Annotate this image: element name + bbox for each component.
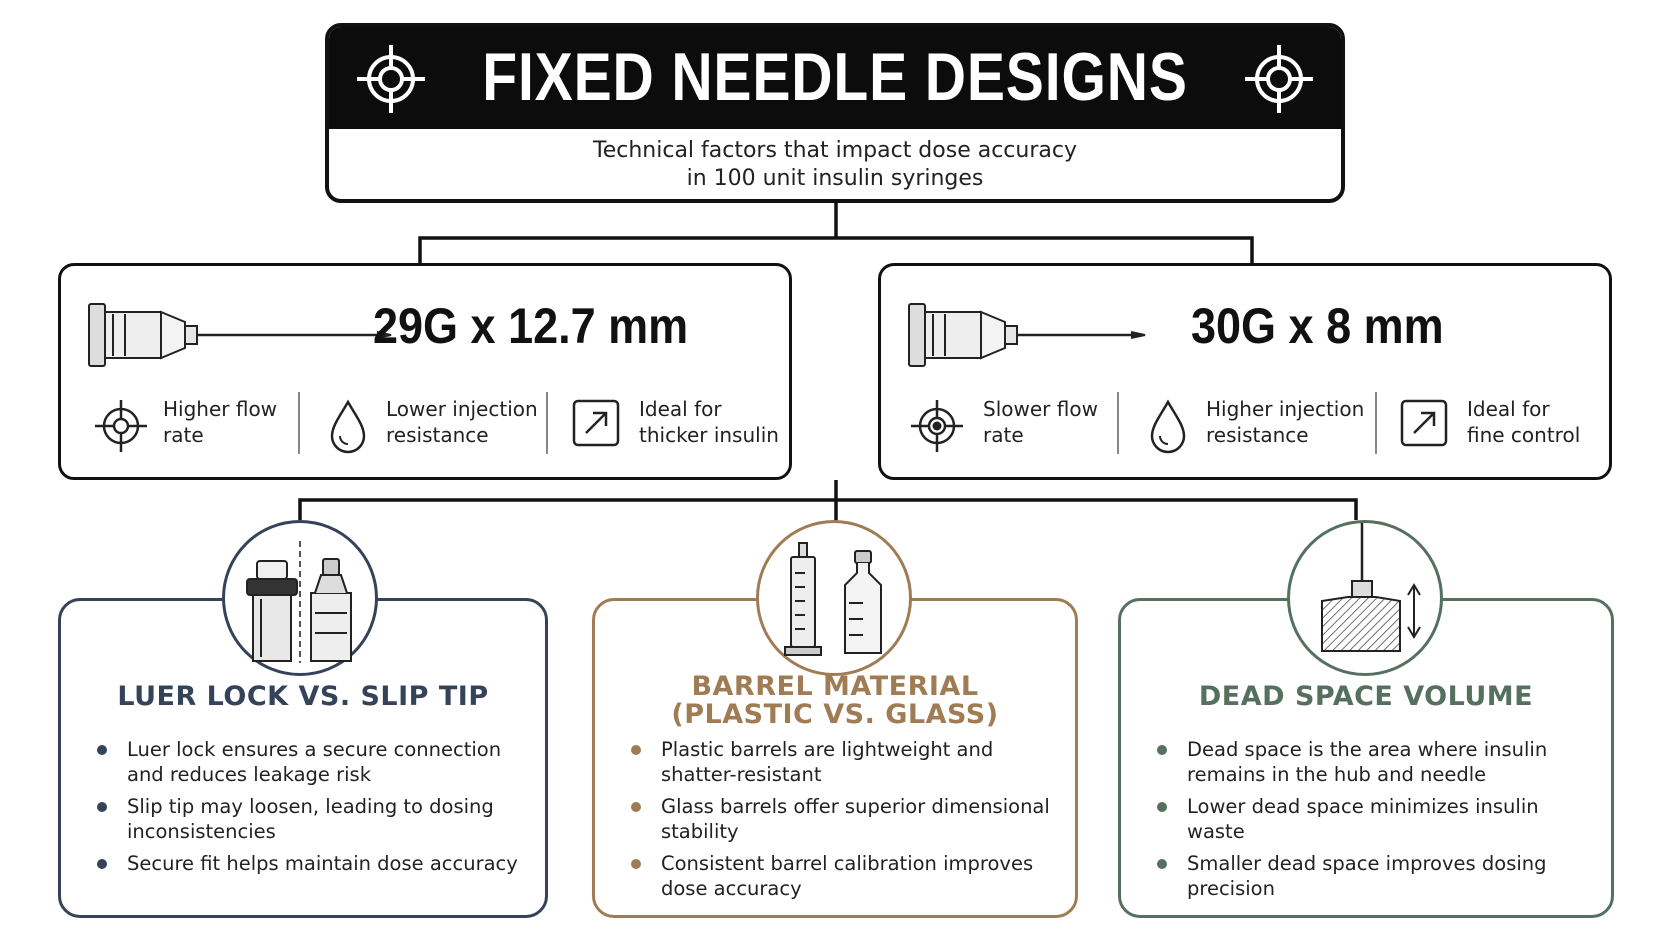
dead-space-hub-icon <box>1287 520 1443 676</box>
syringe-vial-icon <box>756 520 912 676</box>
feature-label: fine control <box>1467 423 1581 447</box>
feature-label: resistance <box>1206 423 1309 447</box>
list-item: Secure fit helps maintain dose accuracy <box>97 851 525 876</box>
droplet-icon <box>330 399 366 454</box>
subtitle-line: Technical factors that impact dose accur… <box>593 138 1077 163</box>
list-item: Smaller dead space improves dosing preci… <box>1157 851 1591 901</box>
droplet-icon <box>1150 399 1186 454</box>
divider <box>298 392 300 454</box>
subtitle: Technical factors that impact dose accur… <box>329 137 1341 193</box>
factor-bullets: Plastic barrels are lightweight and shat… <box>631 737 1055 908</box>
title-bar: FIXED NEEDLE DESIGNS <box>329 27 1341 129</box>
bullet-dot <box>631 802 641 812</box>
feature-label: rate <box>983 423 1024 447</box>
divider <box>1375 392 1377 454</box>
needle-gauge: 30G x 8 mm <box>1191 298 1444 354</box>
feature-item: Ideal for thicker insulin <box>571 394 781 456</box>
factor-title-line: (PLASTIC VS. GLASS) <box>671 699 999 730</box>
bullet-dot <box>631 859 641 869</box>
bullet-dot <box>97 802 107 812</box>
needle-card-29g: 29G x 12.7 mm Higher flow rate Lower inj… <box>58 263 792 480</box>
bullet-dot <box>1157 802 1167 812</box>
bullet-text: Slip tip may loosen, leading to dosing i… <box>127 795 494 843</box>
bullet-text: Plastic barrels are lightweight and shat… <box>661 738 994 786</box>
crosshair-icon <box>95 400 147 452</box>
arrow-up-right-icon <box>572 399 620 447</box>
subtitle-line: in 100 unit insulin syringes <box>686 166 984 191</box>
needle-icon <box>88 303 392 367</box>
factor-title-line: DEAD SPACE VOLUME <box>1198 681 1534 712</box>
list-item: Dead space is the area where insulin rem… <box>1157 737 1591 787</box>
feature-label: resistance <box>386 423 489 447</box>
page-title: FIXED NEEDLE DESIGNS <box>482 39 1188 115</box>
feature-item: Higher flow rate <box>93 394 293 456</box>
list-item: Glass barrels offer superior dimensional… <box>631 794 1055 844</box>
feature-label: Higher flow <box>163 397 278 421</box>
feature-label: Slower flow <box>983 397 1098 421</box>
feature-label: Ideal for <box>639 397 722 421</box>
bullet-text: Dead space is the area where insulin rem… <box>1187 738 1548 786</box>
target-icon <box>911 400 963 452</box>
crosshair-icon <box>1245 45 1313 113</box>
needle-gauge: 29G x 12.7 mm <box>373 298 689 354</box>
factor-title: BARREL MATERIAL (PLASTIC VS. GLASS) <box>605 673 1065 729</box>
luer-lock-slip-tip-icon <box>222 520 378 676</box>
factor-title-line: BARREL MATERIAL <box>691 671 979 702</box>
feature-item: Slower flow rate <box>909 394 1109 456</box>
bullet-text: Luer lock ensures a secure connection an… <box>127 738 502 786</box>
bullet-dot <box>1157 745 1167 755</box>
bullet-text: Smaller dead space improves dosing preci… <box>1187 852 1547 900</box>
bullet-dot <box>97 745 107 755</box>
bullet-text: Glass barrels offer superior dimensional… <box>661 795 1050 843</box>
list-item: Slip tip may loosen, leading to dosing i… <box>97 794 525 844</box>
crosshair-icon <box>357 45 425 113</box>
factor-title: LUER LOCK VS. SLIP TIP <box>71 683 535 711</box>
feature-label: rate <box>163 423 204 447</box>
feature-label: Ideal for <box>1467 397 1550 421</box>
factor-title: DEAD SPACE VOLUME <box>1131 683 1601 711</box>
factor-bullets: Dead space is the area where insulin rem… <box>1157 737 1591 908</box>
header-box: FIXED NEEDLE DESIGNS Technical factors t… <box>325 23 1345 203</box>
feature-label: thicker insulin <box>639 423 779 447</box>
arrow-up-right-icon <box>1400 399 1448 447</box>
list-item: Plastic barrels are lightweight and shat… <box>631 737 1055 787</box>
feature-item: Higher injection resistance <box>1146 394 1366 456</box>
bullet-dot <box>97 859 107 869</box>
factor-title-line: LUER LOCK VS. SLIP TIP <box>117 681 489 712</box>
factor-bullets: Luer lock ensures a secure connection an… <box>97 737 525 883</box>
bullet-text: Lower dead space minimizes insulin waste <box>1187 795 1539 843</box>
bullet-text: Secure fit helps maintain dose accuracy <box>127 852 518 875</box>
bullet-text: Consistent barrel calibration improves d… <box>661 852 1034 900</box>
bullet-dot <box>631 745 641 755</box>
list-item: Luer lock ensures a secure connection an… <box>97 737 525 787</box>
needle-card-30g: 30G x 8 mm Slower flow rate Higher injec… <box>878 263 1612 480</box>
needle-icon <box>908 303 1146 367</box>
feature-label: Higher injection <box>1206 397 1365 421</box>
divider <box>1117 392 1119 454</box>
feature-label: Lower injection <box>386 397 538 421</box>
feature-item: Ideal for fine control <box>1399 394 1609 456</box>
list-item: Lower dead space minimizes insulin waste <box>1157 794 1591 844</box>
divider <box>546 392 548 454</box>
feature-item: Lower injection resistance <box>326 394 546 456</box>
bullet-dot <box>1157 859 1167 869</box>
list-item: Consistent barrel calibration improves d… <box>631 851 1055 901</box>
